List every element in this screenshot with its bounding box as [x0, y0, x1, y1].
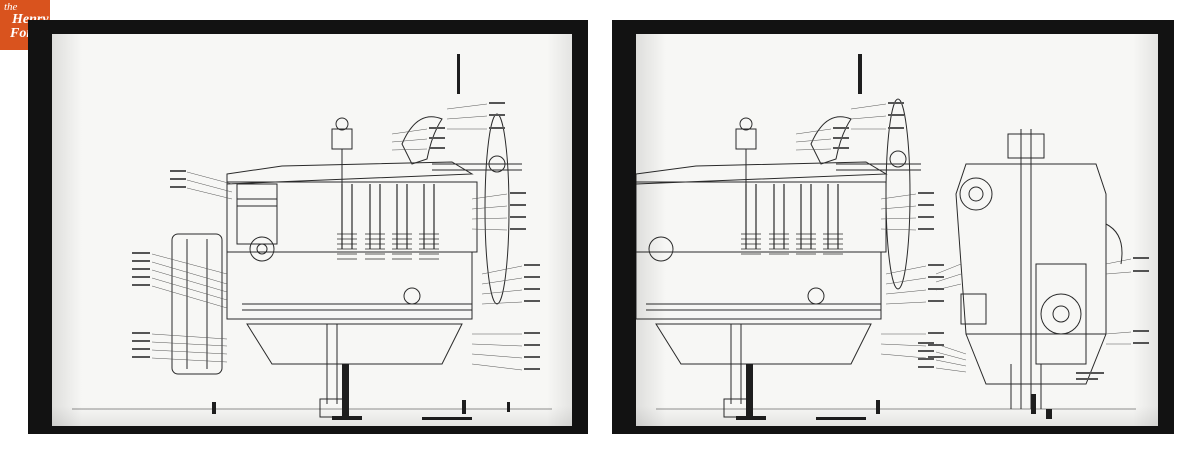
logo-text-the: the [4, 1, 18, 13]
engine-drawing-right [636, 54, 1149, 420]
engine-drawing-left [72, 54, 552, 420]
drawing-plate-left [28, 20, 588, 434]
drawing-sheet-left [52, 34, 572, 426]
drawing-plate-right [612, 20, 1174, 434]
drawing-sheet-right [636, 34, 1158, 426]
